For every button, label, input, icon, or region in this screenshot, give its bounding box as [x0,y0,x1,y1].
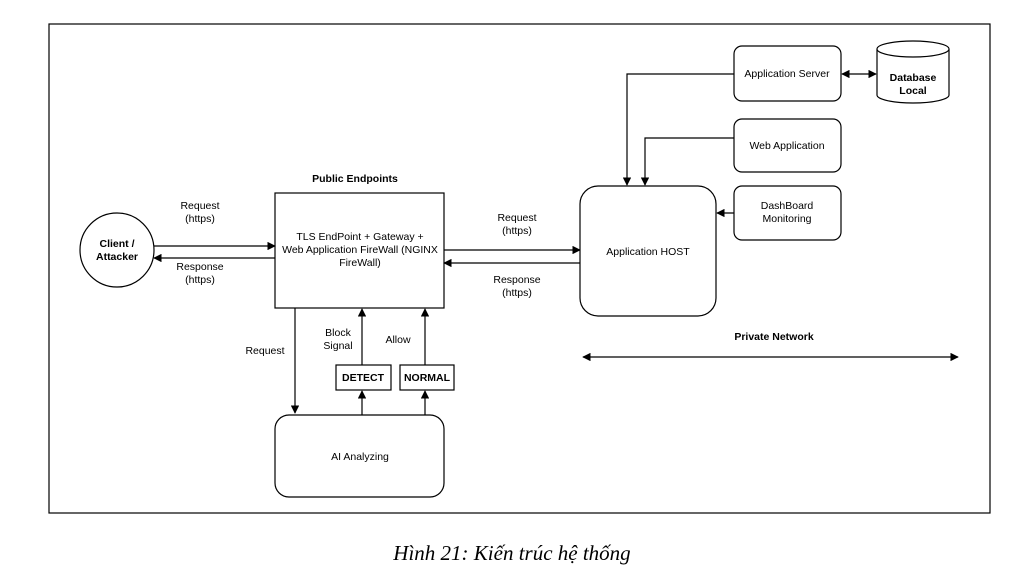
allow-label: Allow [385,334,411,346]
web-application-label: Web Application [749,140,824,152]
webapp-to-host-arrow [640,137,734,186]
gateway-label-line3: FireWall) [339,257,381,269]
public-endpoints-title: Public Endpoints [312,173,398,185]
application-server-label: Application Server [744,68,830,80]
diagram-frame [48,23,991,514]
application-host-node: Application HOST [579,185,717,317]
ai-request-label: Request [245,345,284,357]
detect-node: DETECT [335,364,392,391]
normal-node: NORMAL [399,364,455,391]
ai-analyzing-label: AI Analyzing [331,451,389,463]
figure-caption: Hình 21: Kiến trúc hệ thống [393,541,631,565]
block-signal-label-line2: Signal [323,340,352,352]
host-request-label-line1: Request [497,212,536,224]
web-application-node: Web Application [733,118,842,173]
normal-label: NORMAL [404,372,451,384]
client-node: Client / Attacker [79,212,155,288]
client-response-label-line1: Response [176,261,223,273]
database-label-line1: Database [890,72,937,84]
client-label-line2: Attacker [96,251,138,263]
private-network-label: Private Network [734,331,814,343]
gateway-node: TLS EndPoint + Gateway + Web Application… [274,192,445,309]
dashboard-label-line2: Monitoring [762,213,811,225]
dashboard-label-line1: DashBoard [761,200,814,212]
detect-label: DETECT [342,372,385,384]
block-signal-label-line1: Block [325,327,351,339]
host-request-label-line2: (https) [502,225,532,237]
database-node: Database Local [876,40,950,104]
host-response-label-line1: Response [493,274,540,286]
client-request-label-line1: Request [180,200,219,212]
ai-analyzing-node: AI Analyzing [274,414,445,498]
client-request-label-line2: (https) [185,213,215,225]
application-server-node: Application Server [733,45,842,102]
gateway-label-line2: Web Application FireWall (NGINX [282,244,438,256]
gateway-label-line1: TLS EndPoint + Gateway + [296,231,423,243]
database-label-line2: Local [899,85,927,97]
host-response-label-line2: (https) [502,287,532,299]
server-to-host-arrow [622,73,734,186]
client-label-line1: Client / [99,238,134,250]
client-response-label-line2: (https) [185,274,215,286]
application-host-label: Application HOST [606,246,690,258]
dashboard-monitoring-node: DashBoard Monitoring [733,185,842,241]
